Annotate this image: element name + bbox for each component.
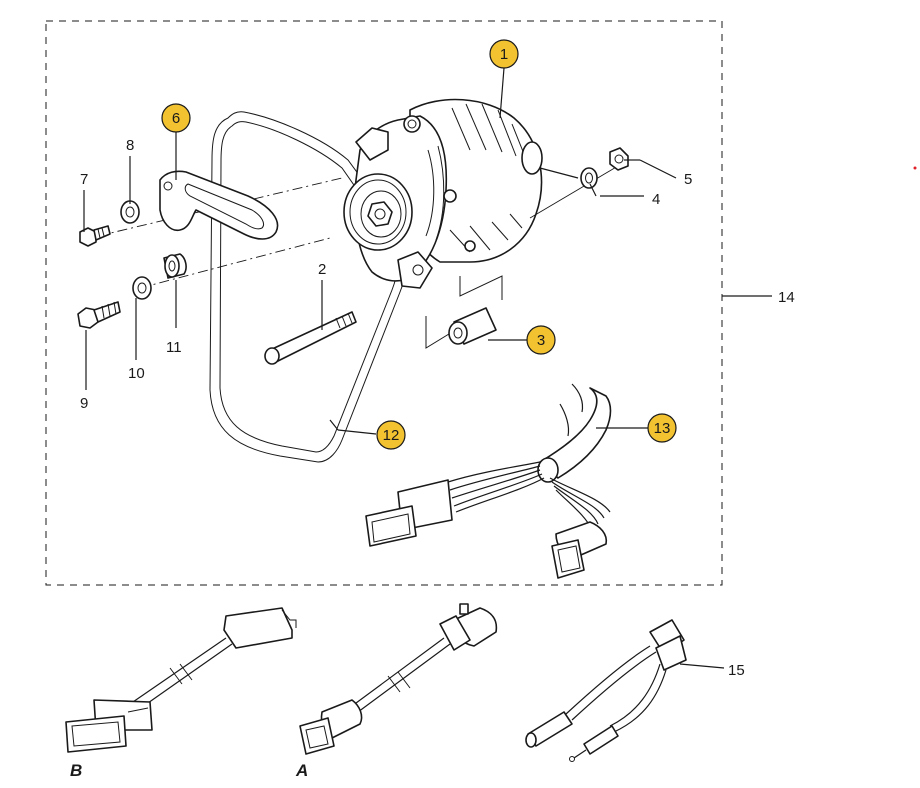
pivot-bolt-2 [264, 311, 357, 365]
spacer-11 [163, 253, 187, 279]
svg-text:13: 13 [654, 420, 671, 437]
label-8: 8 [126, 137, 134, 154]
label-10: 10 [128, 365, 145, 382]
label-5: 5 [684, 171, 692, 188]
callout-1: 1 [489, 39, 519, 69]
label-7: 7 [80, 171, 88, 188]
svg-text:12: 12 [383, 427, 400, 444]
sleeve-3 [425, 275, 503, 349]
svg-text:6: 6 [172, 110, 180, 127]
leader-lines [83, 67, 725, 669]
axis-line-rear [529, 165, 619, 219]
cable-variant-b [65, 607, 297, 753]
washer-10 [132, 276, 152, 300]
bolt-9 [77, 301, 121, 329]
callout-3: 3 [526, 325, 556, 355]
svg-text:1: 1 [500, 46, 508, 63]
label-4: 4 [652, 191, 660, 208]
svg-text:3: 3 [537, 332, 545, 349]
washer-8 [120, 200, 140, 224]
wiring-harness [365, 383, 612, 579]
label-9: 9 [80, 395, 88, 412]
callout-6: 6 [161, 103, 191, 133]
adapter-cable-15 [525, 619, 687, 762]
adjusting-bracket [159, 170, 279, 240]
v-belt [209, 111, 408, 463]
nut-5 [609, 147, 629, 171]
label-11: 11 [166, 339, 182, 356]
cable-variant-a [299, 603, 498, 755]
variant-label-a: A [295, 761, 308, 780]
washer-4 [580, 167, 598, 189]
label-14: 14 [778, 289, 795, 306]
label-2: 2 [318, 261, 326, 278]
axis-line-lower [139, 237, 331, 289]
alternator [343, 98, 579, 289]
stray-mark [913, 166, 917, 170]
callout-12: 12 [376, 420, 406, 450]
bolt-7 [79, 225, 111, 247]
label-15: 15 [728, 662, 745, 679]
variant-label-b: B [70, 761, 82, 780]
callout-13: 13 [647, 413, 677, 443]
kit-boundary [45, 20, 723, 586]
